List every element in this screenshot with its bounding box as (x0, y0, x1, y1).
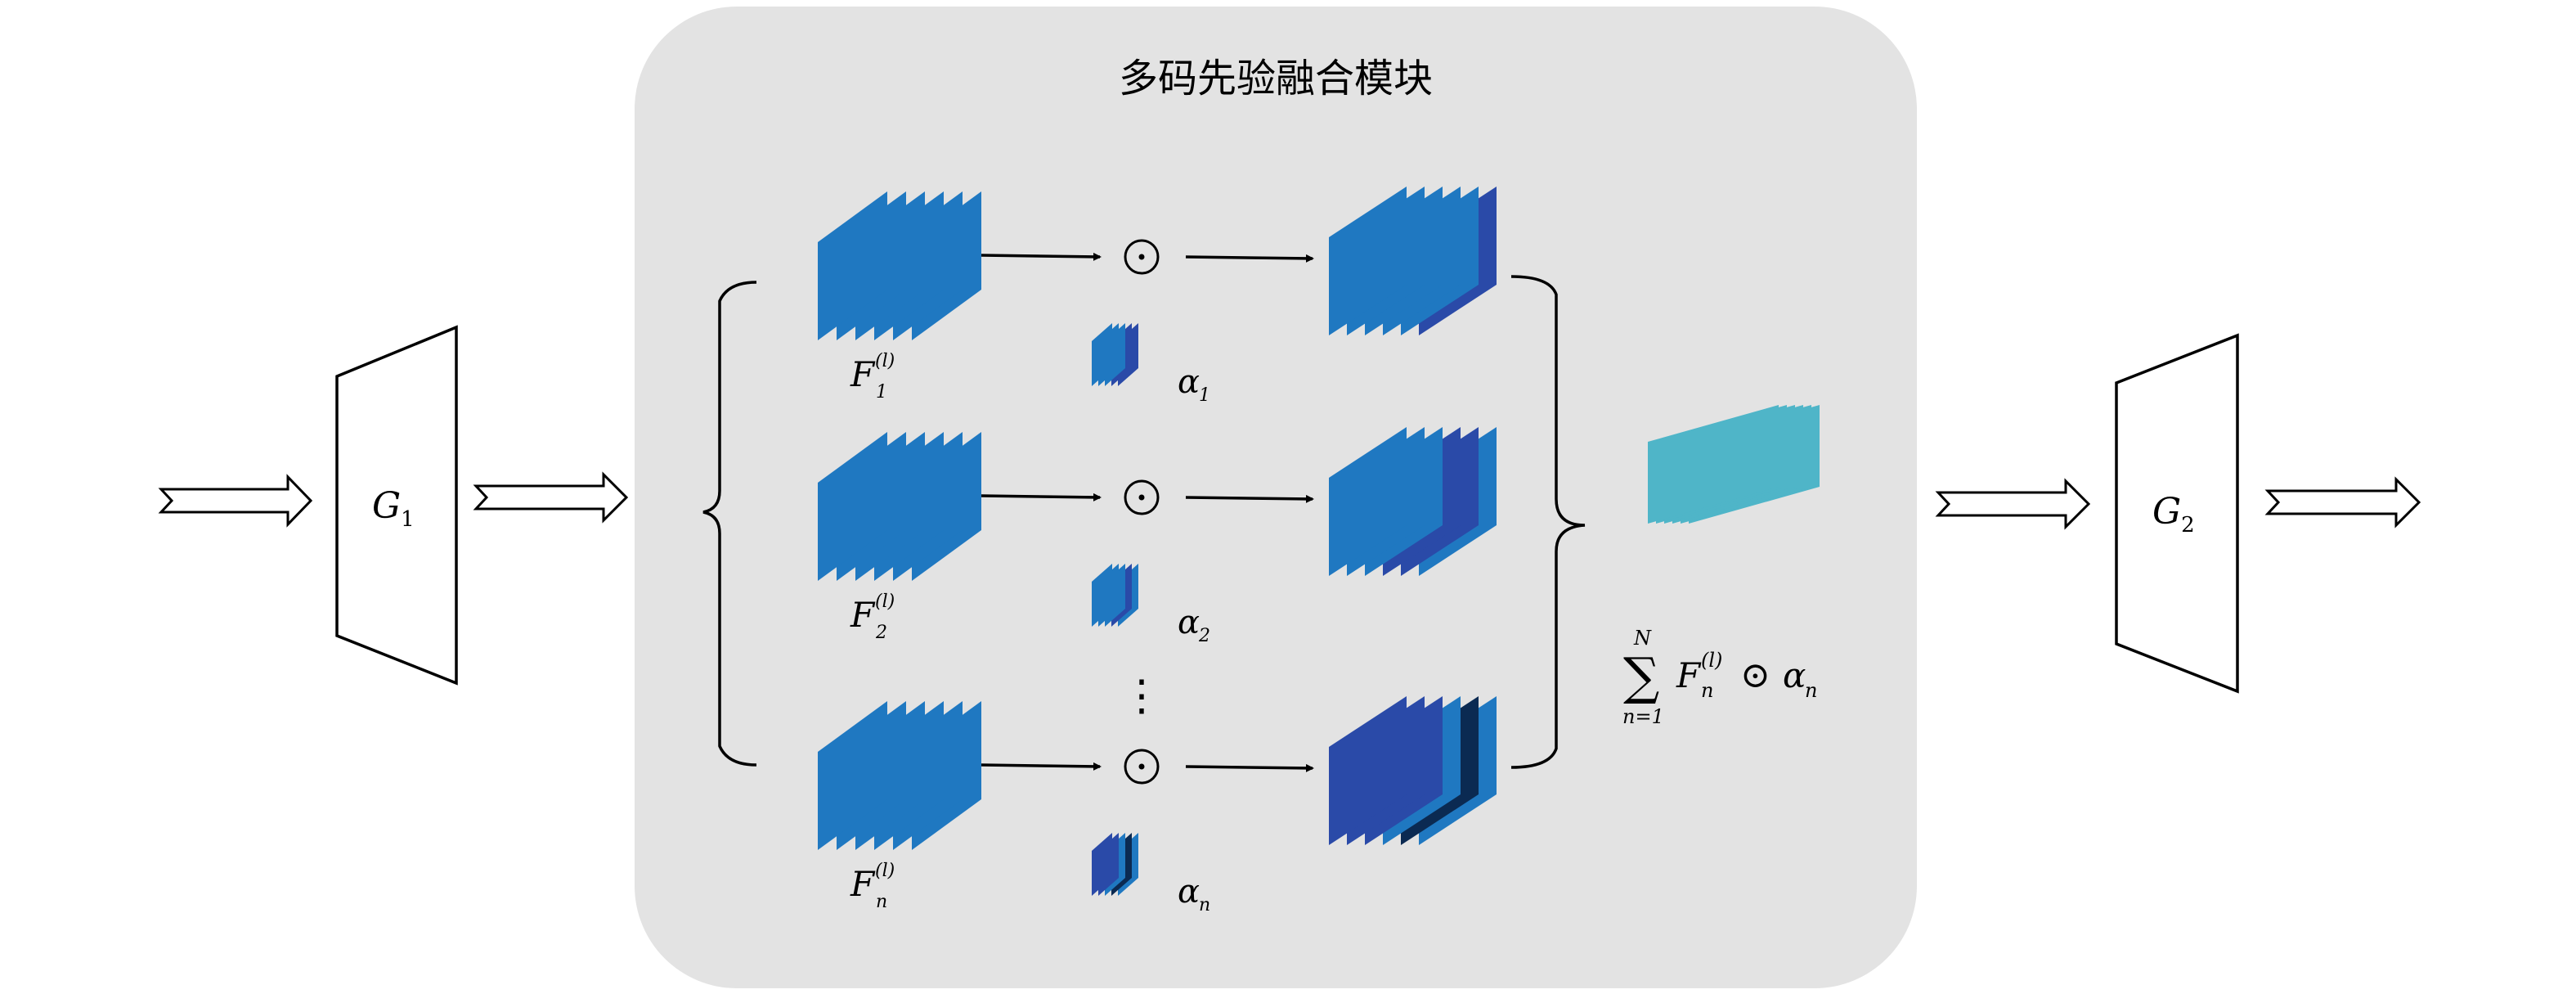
feature-label: F (850, 595, 876, 635)
hadamard-operator-dot (1138, 763, 1145, 770)
weight-label: α (1178, 363, 1200, 401)
hadamard-operator-dot (1138, 494, 1145, 501)
formula-feature-subscript: n (1701, 679, 1713, 702)
input-feature-map (818, 191, 981, 340)
left-brace-icon (702, 281, 757, 767)
formula-feature-superscript: (l) (1701, 649, 1722, 672)
fused-feature-map (1648, 405, 1820, 524)
output-arrow-icon (2264, 476, 2421, 528)
weighted-feature-map (1329, 427, 1497, 576)
formula-feature: F (1676, 655, 1702, 695)
feature-superscript: (l) (875, 861, 895, 881)
arrow-to-output (1185, 254, 1314, 263)
weighted-feature-map (1329, 187, 1497, 335)
feature-slice (1092, 323, 1112, 386)
hadamard-operator-icon (1124, 749, 1160, 785)
fused-slices (1648, 405, 1820, 524)
formula-upper-limit: N (1633, 627, 1652, 650)
hadamard-operator-icon (1124, 239, 1160, 275)
feature-slice (818, 432, 887, 581)
feature-superscript: (l) (875, 351, 895, 371)
weight-label: α (1178, 873, 1200, 911)
arrow-to-operator (981, 493, 1102, 501)
module-title: 多码先验融合模块 (1119, 56, 1433, 101)
feature-subscript: 1 (876, 382, 887, 403)
generator-g1-block (335, 325, 458, 686)
arrow-to-operator (981, 252, 1102, 261)
formula-operator: ⊙ (1740, 654, 1770, 696)
weight-label: α (1178, 604, 1200, 641)
weight-map (1092, 323, 1138, 386)
weight-subscript: n (1199, 895, 1210, 915)
input-feature-map (818, 432, 981, 581)
generator-g1-label: G1 (372, 485, 415, 532)
input-arrow-icon (158, 474, 313, 528)
weight-subscript: 2 (1198, 626, 1210, 646)
right-brace-icon (1510, 275, 1586, 769)
feature-slice (818, 191, 887, 340)
feature-subscript: 2 (875, 623, 887, 643)
arrow-to-output (1185, 494, 1314, 503)
weighted-feature-map (1329, 696, 1497, 845)
arrow-to-output (1185, 763, 1314, 772)
feature-slice (1648, 405, 1779, 524)
arrow-to-operator (981, 762, 1102, 771)
feature-slice (1329, 427, 1407, 576)
weight-subscript: 1 (1199, 385, 1210, 406)
feature-slice (818, 701, 887, 850)
feature-slice (1329, 696, 1407, 845)
feature-subscript: n (876, 892, 887, 912)
formula-lower-limit: n=1 (1622, 705, 1664, 728)
formula-weight: α (1783, 655, 1806, 695)
g1-to-module-arrow-icon (473, 471, 629, 524)
formula-weight-subscript: n (1805, 679, 1817, 702)
feature-label: F (850, 354, 876, 394)
fusion-formula: N ∑ n=1 F (l) n ⊙ α n (1622, 627, 1817, 728)
weight-map (1092, 833, 1138, 896)
formula-sum-symbol: ∑ (1623, 646, 1659, 706)
generator-g2-label: G2 (2152, 491, 2195, 537)
input-feature-map (818, 701, 981, 850)
feature-superscript: (l) (875, 591, 895, 612)
feature-label: F (850, 864, 876, 904)
feature-slice (1092, 833, 1112, 896)
hadamard-operator-dot (1138, 254, 1145, 260)
hadamard-operator-icon (1124, 479, 1160, 515)
rows-ellipsis: ⋮ (1120, 672, 1163, 721)
module-to-g2-arrow-icon (1935, 478, 2091, 530)
feature-slice (1092, 564, 1112, 627)
generator-g2-block (2115, 333, 2239, 694)
feature-slice (1329, 187, 1407, 335)
weight-map (1092, 564, 1138, 627)
